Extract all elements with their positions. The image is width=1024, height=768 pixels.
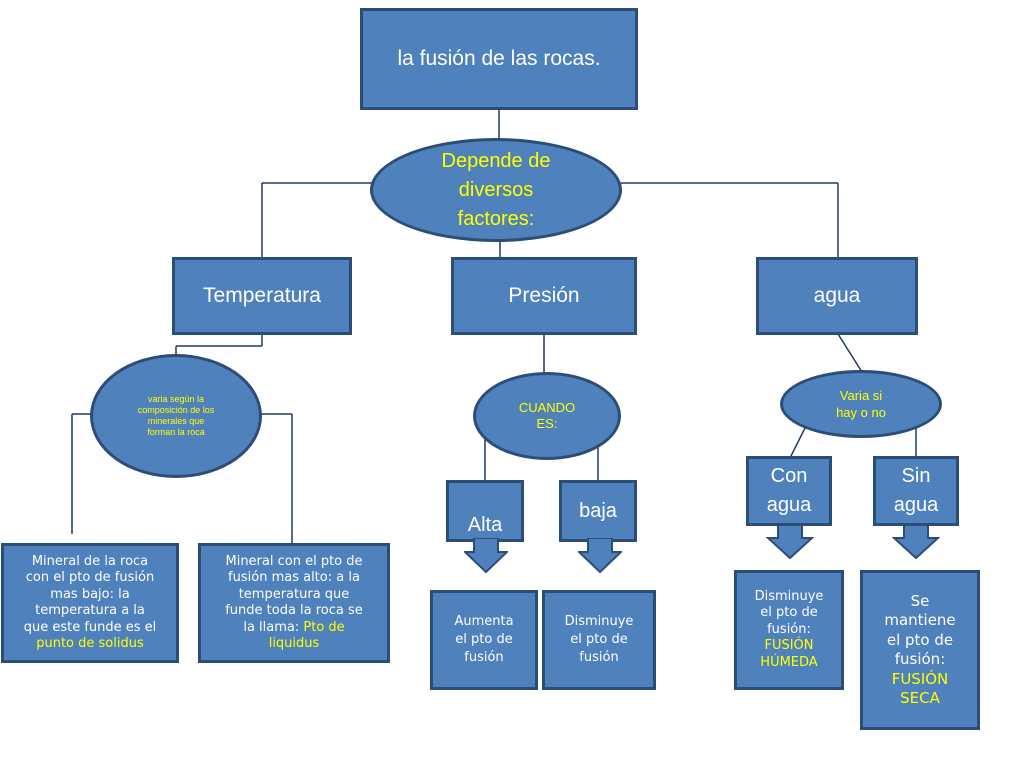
fusion-seca-box: Se mantiene el pto de fusión: FUSIÓN SEC…: [860, 570, 980, 730]
liquidus-line-2: fusión mas alto: a la: [228, 570, 360, 585]
liquidus-highlight-2: liquidus: [268, 636, 320, 651]
baja-down-arrow-icon: [578, 538, 622, 574]
humeda-highlight-2: HÚMEDA: [760, 654, 818, 670]
alta-box: Alta: [446, 480, 524, 542]
aumenta-box: Aumenta el pto de fusión: [430, 590, 538, 690]
seca-line-4: fusión:: [894, 650, 946, 668]
presion-label: Presión: [508, 284, 580, 307]
humeda-highlight-1: FUSIÓN: [764, 638, 814, 654]
disminuye-line-2: el pto de: [570, 632, 628, 647]
baja-label: baja: [579, 499, 617, 522]
presion-oval-line-2: ES:: [536, 416, 558, 431]
baja-box: baja: [559, 480, 637, 542]
sin-agua-box: Sin agua: [873, 456, 959, 526]
fusion-humeda-box: Disminuye el pto de fusión: FUSIÓN HÚMED…: [734, 570, 844, 690]
solidus-line-2: con el pto de fusión: [25, 570, 155, 585]
depends-line-1: Depende de: [441, 149, 551, 172]
solidus-line-1: Mineral de la roca: [31, 553, 149, 569]
solidus-line-4: temperatura a la: [35, 603, 145, 618]
solidus-line-3: mas bajo: la: [50, 586, 130, 602]
disminuye-line-1: Disminuye: [564, 614, 634, 629]
humeda-line-2: el pto de: [760, 605, 818, 621]
temperatura-box: Temperatura: [172, 257, 352, 335]
alta-down-arrow-icon: [464, 538, 508, 574]
temp-oval-line-1: varia según la: [147, 394, 205, 404]
temperatura-label: Temperatura: [203, 284, 321, 307]
temp-oval-line-2: composición de los: [137, 405, 215, 415]
con-agua-line-1: Con: [770, 465, 808, 487]
aumenta-line-1: Aumenta: [454, 614, 514, 629]
con-agua-line-2: agua: [766, 494, 812, 516]
temp-oval-line-3: minerales que: [147, 416, 205, 426]
liquidus-lead: la llama:: [243, 619, 300, 635]
depends-line-2: diversos: [458, 178, 534, 201]
title-box: la fusión de las rocas.: [360, 8, 638, 110]
sin-agua-down-arrow-icon: [892, 524, 940, 560]
presion-oval-line-1: CUANDO: [518, 400, 576, 415]
seca-line-1: Se: [910, 591, 930, 610]
con-agua-box: Con agua: [746, 456, 832, 526]
solidus-box: Mineral de la roca con el pto de fusión …: [1, 543, 179, 663]
seca-line-3: el pto de: [886, 630, 954, 649]
humeda-line-3: fusión:: [767, 621, 811, 637]
liquidus-line-1: Mineral con el pto de: [225, 553, 363, 569]
agua-oval: Varia si hay o no: [780, 370, 942, 438]
sin-agua-line-1: Sin: [901, 465, 931, 487]
depends-line-3: factores:: [457, 207, 535, 230]
agua-label: agua: [813, 284, 861, 307]
agua-oval-line-2: hay o no: [836, 405, 886, 420]
liquidus-line-4: funde toda la roca se: [225, 603, 363, 618]
disminuye-box: Disminuye el pto de fusión: [542, 590, 656, 690]
liquidus-highlight-1: Pto de: [303, 619, 345, 635]
solidus-line-5: que este funde es el: [23, 619, 157, 635]
agua-oval-line-1: Varia si: [839, 388, 883, 403]
depends-oval: Depende de diversos factores:: [370, 138, 622, 242]
presion-box: Presión: [451, 257, 637, 335]
alta-label: Alta: [467, 514, 503, 536]
liquidus-line-3: temperatura que: [238, 586, 350, 602]
sin-agua-line-2: agua: [893, 494, 939, 516]
seca-highlight-1: FUSIÓN: [891, 669, 949, 688]
aumenta-line-3: fusión: [464, 650, 504, 665]
solidus-highlight: punto de solidus: [36, 636, 144, 651]
temperatura-oval: varia según la composición de los minera…: [90, 354, 262, 478]
con-agua-down-arrow-icon: [766, 524, 814, 560]
aumenta-line-2: el pto de: [455, 632, 513, 647]
seca-highlight-2: SECA: [900, 689, 940, 707]
liquidus-box: Mineral con el pto de fusión mas alto: a…: [198, 543, 390, 663]
presion-oval: CUANDO ES:: [473, 372, 621, 460]
title-text: la fusión de las rocas.: [397, 47, 601, 70]
seca-line-2: mantiene: [884, 611, 956, 629]
agua-box: agua: [756, 257, 918, 335]
disminuye-line-3: fusión: [579, 650, 619, 665]
temp-oval-line-4: forman la roca: [147, 427, 205, 437]
humeda-line-1: Disminuye: [754, 588, 824, 604]
